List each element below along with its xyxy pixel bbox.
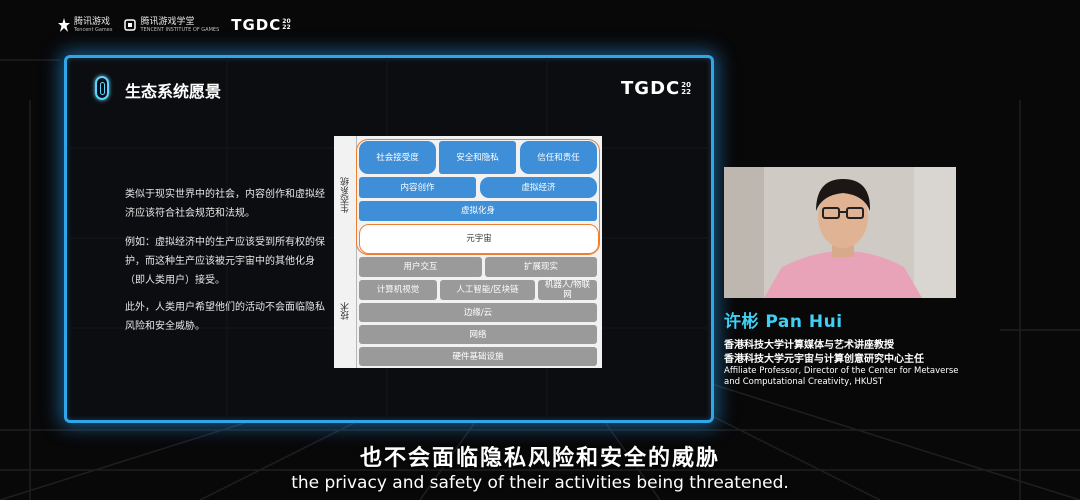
- slide-tgdc-text: TGDC: [621, 78, 681, 99]
- tencent-institute-en: TENCENT INSTITUTE OF GAMES: [140, 26, 220, 33]
- diagram-block-ai-blockchain: 人工智能/区块链: [440, 280, 535, 300]
- subtitle-english: the privacy and safety of their activiti…: [291, 473, 789, 493]
- slide-tgdc-year-bottom: 22: [681, 87, 691, 96]
- diagram-block-virtual-economy: 虚拟经济: [480, 177, 597, 198]
- diagram-block-robotics-iot: 机器人/物联网: [538, 280, 597, 300]
- diagram-side-technology-label: 技术: [340, 302, 351, 320]
- tencent-games-en: Tencent Games: [74, 26, 113, 33]
- tencent-star-icon: [58, 18, 70, 32]
- diagram-block-computer-vision: 计算机视觉: [359, 280, 437, 300]
- diagram-block-avatar: 虚拟化身: [359, 201, 597, 221]
- ecosystem-outline: [356, 139, 600, 255]
- slide-title-icon: [95, 76, 109, 100]
- diagram-block-edge-cloud: 边缘/云: [359, 303, 597, 322]
- tgdc-header-year-top: 20: [282, 18, 291, 25]
- speaker-title-en-2: and Computational Creativity, HKUST: [724, 377, 884, 387]
- diagram-block-security-privacy: 安全和隐私: [439, 141, 516, 174]
- tencent-games-logo: 腾讯游戏 Tencent Games: [58, 16, 113, 33]
- slide-tgdc-logo: TGDC 20 22: [621, 78, 691, 99]
- tgdc-header-logo: TGDC 20 22: [231, 16, 290, 34]
- tencent-games-cn: 腾讯游戏: [74, 16, 111, 27]
- slide-paragraph-3: 此外，人类用户希望他们的活动不会面临隐私风险和安全威胁。: [125, 302, 325, 332]
- tencent-institute-cn: 腾讯游戏学堂: [140, 16, 195, 27]
- tgdc-header-year-bottom: 22: [282, 24, 291, 31]
- tencent-institute-logo: 腾讯游戏学堂 TENCENT INSTITUTE OF GAMES: [124, 16, 220, 33]
- diagram-block-metaverse: 元宇宙: [359, 224, 599, 254]
- slide-paragraph-2: 例如：虚拟经济中的生产应该受到所有权的保护，而这种生产应该被元宇宙中的其他化身（…: [125, 237, 325, 286]
- diagram-block-content-creation: 内容创作: [359, 177, 476, 198]
- diagram-side-technology: 技术: [334, 254, 357, 368]
- diagram-side-ecosystem-label: 生态系统: [340, 177, 351, 213]
- speaker-title-cn-1: 香港科技大学计算媒体与艺术讲座教授: [724, 340, 894, 351]
- diagram-block-user-interaction: 用户交互: [359, 257, 482, 277]
- institute-emblem-icon: [124, 19, 137, 31]
- speaker-title-cn-2: 香港科技大学元宇宙与计算创意研究中心主任: [724, 354, 924, 365]
- speaker-portrait: [724, 167, 956, 298]
- diagram-block-network: 网络: [359, 325, 597, 344]
- subtitle-chinese: 也不会面临隐私风险和安全的威胁: [359, 446, 720, 471]
- diagram-block-social-acceptance: 社会接受度: [359, 141, 436, 174]
- slide-paragraph-1: 类似于现实世界中的社会，内容创作和虚拟经济应该符合社会规范和法规。: [125, 189, 325, 219]
- diagram-block-extended-reality: 扩展现实: [485, 257, 597, 277]
- metaverse-layer-diagram: 生态系统 技术 社会接受度 安全和隐私 信任和责任 内容创作 虚拟经济 虚拟化身…: [334, 136, 602, 368]
- diagram-side-ecosystem: 生态系统: [334, 136, 357, 254]
- speaker-title-en-1: Affiliate Professor, Director of the Cen…: [724, 366, 959, 376]
- speaker-video: [724, 167, 956, 298]
- diagram-block-trust-responsibility: 信任和责任: [520, 141, 597, 174]
- diagram-block-hardware: 硬件基础设施: [359, 347, 597, 366]
- speaker-name: 许彬 Pan Hui: [724, 312, 843, 332]
- presentation-slide: 生态系统愿景 TGDC 20 22 类似于现实世界中的社会，内容创作和虚拟经济应…: [64, 55, 714, 423]
- slide-tgdc-year: 20 22: [681, 80, 691, 96]
- tgdc-header-year: 20 22: [282, 19, 290, 31]
- header-logos: 腾讯游戏 Tencent Games 腾讯游戏学堂 TENCENT INSTIT…: [58, 14, 291, 36]
- tgdc-header-text: TGDC: [231, 16, 282, 34]
- slide-title: 生态系统愿景: [125, 82, 222, 101]
- slide-tgdc-year-top: 20: [681, 80, 691, 89]
